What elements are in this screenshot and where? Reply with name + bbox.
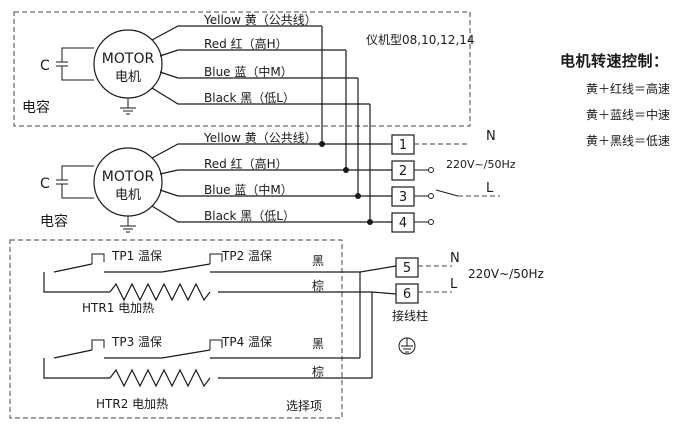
legend-medium: 黄＋蓝线＝中速 xyxy=(586,108,671,122)
terminal-6 xyxy=(395,283,419,304)
terminal-5 xyxy=(395,257,419,278)
terminal-4-label: 4 xyxy=(399,216,407,231)
junction-yellow xyxy=(319,141,325,147)
heater2-resistor xyxy=(109,368,211,388)
tp1-switch-blade xyxy=(53,263,93,273)
tp3-symbol xyxy=(91,339,105,350)
terminal-3-label: 3 xyxy=(399,190,407,205)
heater2: TP3 温保 TP4 温保 黑 棕 HTR2 电加热 xyxy=(43,335,372,411)
m2-wire-blue xyxy=(159,189,392,197)
tp4-label: TP4 温保 xyxy=(221,335,272,349)
switch-contact-3 xyxy=(428,193,434,199)
m1-wire-black-label: Black 黑（低L） xyxy=(204,91,295,105)
supply-l-motor-label: L xyxy=(486,181,494,196)
motor1-enclosure xyxy=(13,11,471,127)
capacitor2-cn: 电容 xyxy=(40,213,68,230)
heater1-left-wire xyxy=(43,272,110,293)
m1-wire-blue-label: Blue 蓝（中M） xyxy=(204,64,293,79)
motor2-cn-label: 电机 xyxy=(115,188,141,203)
heater1-resistor xyxy=(109,282,211,302)
motor1-ground-icon xyxy=(120,98,136,115)
tp4-symbol xyxy=(209,339,223,350)
m2-wire-yellow-label: Yellow 黄（公共线） xyxy=(203,131,317,145)
supply-l-heater-label: L xyxy=(450,277,458,292)
supply-n-heater-label: N xyxy=(450,251,460,266)
to-terminal-6 xyxy=(371,291,397,295)
m1-wire-blue xyxy=(159,71,358,79)
m2-wire-red-label: Red 红（高H） xyxy=(204,156,288,171)
tp2-symbol xyxy=(209,253,223,264)
to-terminal-5 xyxy=(359,265,397,273)
terminal-block-heater: 5 6 xyxy=(395,257,419,304)
tp4-switch-blade xyxy=(161,349,211,359)
junction-black xyxy=(367,219,373,225)
capacitor1-cn: 电容 xyxy=(22,99,50,116)
heater2-brown-label: 棕 xyxy=(312,364,324,379)
tp1-label: TP1 温保 xyxy=(111,249,162,263)
heater1: TP1 温保 TP2 温保 黑 棕 HTR1 电加热 xyxy=(43,249,372,315)
m1-wire-red-label: Red 红（高H） xyxy=(204,36,288,51)
m2-wire-black xyxy=(151,205,392,223)
capacitor2-wire xyxy=(61,165,94,199)
legend-high: 黄＋红线＝高速 xyxy=(586,82,671,96)
m2-wire-red xyxy=(159,169,392,175)
m2-wire-black-label: Black 黑（低L） xyxy=(204,209,295,223)
heater2-black-label: 黑 xyxy=(312,337,324,351)
heater1-brown-label: 棕 xyxy=(312,278,324,293)
terminal-block-label: 接线柱 xyxy=(392,308,428,323)
m1-wire-yellow xyxy=(151,25,322,41)
switch-contact-4 xyxy=(428,219,434,225)
earth-ground-icon xyxy=(398,337,416,355)
legend-low: 黄＋黑线＝低速 xyxy=(586,134,671,148)
terminal-1-label: 1 xyxy=(399,138,407,153)
tp2-label: TP2 温保 xyxy=(221,249,272,263)
legend-title: 电机转速控制： xyxy=(560,52,669,70)
model-note: 仪机型08,10,12,14 xyxy=(366,33,475,47)
tp3-label: TP3 温保 xyxy=(111,335,162,349)
m1-wire-black xyxy=(151,87,370,105)
tp2-switch-blade xyxy=(161,263,211,273)
supply-voltage-heater: 220V~/50Hz xyxy=(468,267,544,281)
m1-wire-yellow-label: Yellow 黄（公共线） xyxy=(203,13,317,27)
terminal-5-label: 5 xyxy=(403,261,411,276)
tp1-symbol xyxy=(91,253,105,264)
heater2-name: HTR2 电加热 xyxy=(96,397,168,411)
capacitor2-letter: C xyxy=(40,176,50,192)
motor2-ground-icon xyxy=(120,216,136,233)
capacitor1-wire xyxy=(61,47,94,81)
motor2: MOTOR 电机 C 电容 Yellow 黄（公共线） Red 红（高H） Bl… xyxy=(40,131,392,233)
motor1-label: MOTOR xyxy=(102,51,155,67)
terminal-block-motor: 1 2 3 4 xyxy=(391,134,415,233)
capacitor2-symbol xyxy=(56,179,68,185)
m2-wire-blue-label: Blue 蓝（中M） xyxy=(204,182,293,197)
terminal-6-label: 6 xyxy=(403,287,411,302)
optional-label: 选择项 xyxy=(286,399,322,413)
junction-red xyxy=(343,167,349,173)
switch-contact-2 xyxy=(428,167,434,173)
heater1-name: HTR1 电加热 xyxy=(82,301,154,315)
motor2-label: MOTOR xyxy=(102,169,155,185)
capacitor1-letter: C xyxy=(40,58,50,74)
terminal-2-label: 2 xyxy=(399,164,407,179)
heater2-left-wire xyxy=(43,358,110,379)
tp3-switch-blade xyxy=(53,349,93,359)
heater-enclosure xyxy=(9,239,343,419)
motor1-cn-label: 电机 xyxy=(115,70,141,85)
capacitor1-symbol xyxy=(56,61,68,67)
supply-n-motor-label: N xyxy=(486,129,496,144)
motor1: MOTOR 电机 C 电容 Yellow 黄（公共线） Red 红（高H） Bl… xyxy=(22,13,370,116)
m2-wire-yellow xyxy=(151,143,392,159)
heater1-black-label: 黑 xyxy=(312,254,324,268)
speed-switch-blade xyxy=(435,189,459,197)
junction-blue xyxy=(355,193,361,199)
m1-wire-red xyxy=(159,49,346,57)
supply-voltage-motor: 220V~/50Hz xyxy=(446,158,516,171)
